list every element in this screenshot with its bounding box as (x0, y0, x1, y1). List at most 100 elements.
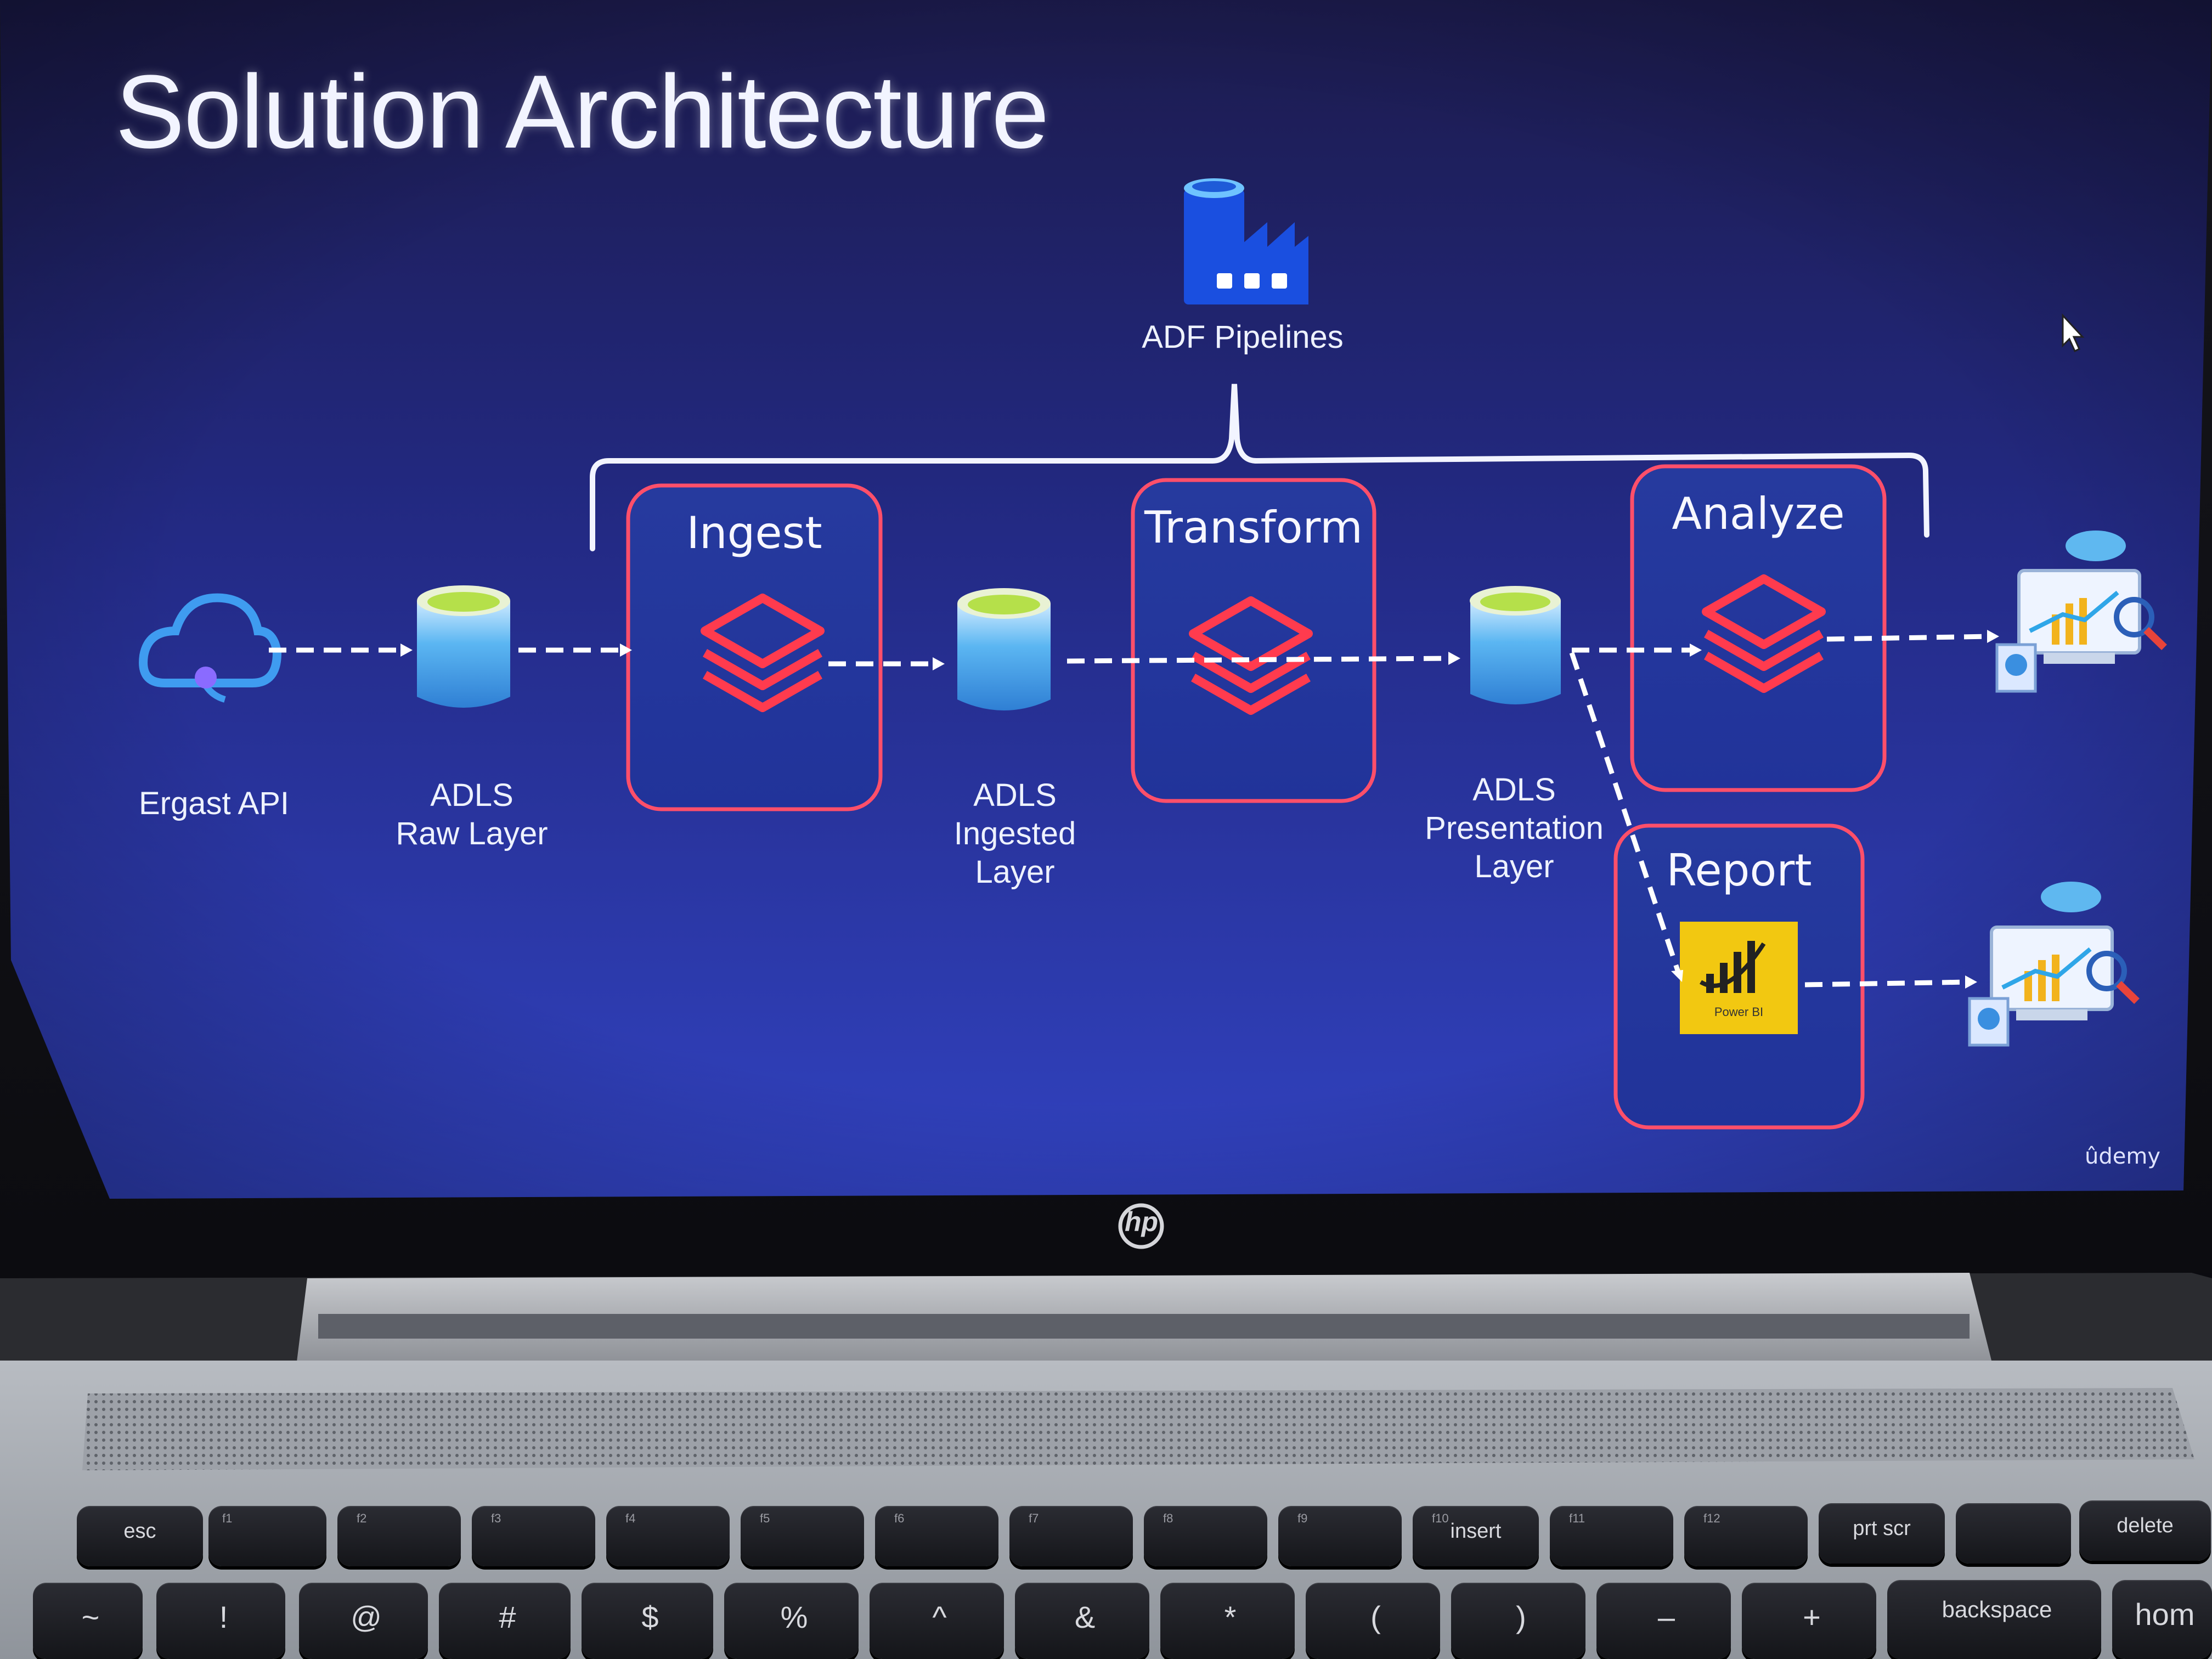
keyboard-key[interactable] (1015, 1583, 1149, 1659)
keyboard-key[interactable] (208, 1506, 326, 1566)
databricks-icon (1702, 574, 1826, 693)
keyboard-key-label: ( (1370, 1600, 1381, 1634)
fn-key-label: f1 (222, 1511, 233, 1525)
adls-ingested-label: ADLS Ingested Layer (911, 776, 1119, 891)
fn-key-label: f2 (357, 1511, 367, 1525)
data-factory-icon (1184, 178, 1308, 304)
keyboard-key[interactable] (439, 1583, 571, 1659)
keyboard-key-label: & (1074, 1600, 1096, 1634)
stage-title-report: Report (1666, 845, 1812, 896)
hp-logo-text: hp (1125, 1206, 1159, 1237)
keyboard-key[interactable] (1684, 1506, 1808, 1566)
adls-raw-line2: Raw Layer (396, 816, 548, 851)
keyboard-key[interactable] (1009, 1506, 1133, 1566)
keyboard-key[interactable] (1278, 1506, 1402, 1566)
adls-ingested-line3: Layer (975, 854, 1055, 890)
keyboard-key[interactable] (2112, 1580, 2212, 1659)
stage-title-ingest: Ingest (686, 507, 822, 558)
fn-key-label: f3 (491, 1511, 501, 1525)
flow-arrows (269, 634, 1992, 988)
keyboard-key-label: ! (219, 1600, 228, 1634)
fn-key-label: f7 (1029, 1511, 1039, 1525)
fn-key-label: f11 (1569, 1511, 1585, 1525)
keyboard-key-label: hom (2135, 1597, 2195, 1632)
keyboard-key[interactable] (606, 1506, 730, 1566)
keyboard-key[interactable] (875, 1506, 998, 1566)
keyboard-key[interactable] (1742, 1583, 1876, 1659)
keyboard-key-label: insert (1450, 1520, 1502, 1543)
keyboard-key[interactable] (33, 1583, 143, 1659)
keyboard-key[interactable] (1887, 1580, 2101, 1659)
analytics-dashboard-icon (1968, 882, 2140, 1047)
laptop-hinge (0, 1273, 2212, 1366)
stage-box-analyze (1630, 464, 1887, 792)
adls-ingested-cylinder (957, 588, 1051, 710)
adls-presentation-line3: Layer (1474, 849, 1554, 884)
keyboard-key[interactable] (472, 1506, 595, 1566)
keyboard-key[interactable] (1596, 1583, 1731, 1659)
hp-logo (1118, 1203, 1164, 1249)
keyboard-key-label: ^ (932, 1600, 947, 1634)
keyboard-key-label: prt scr (1853, 1517, 1911, 1540)
databricks-icon (701, 594, 825, 712)
slide-title: Solution Architecture (115, 54, 1049, 170)
keyboard-key-label: – (1657, 1600, 1675, 1634)
keyboard-key-label: backspace (1942, 1596, 2052, 1622)
keyboard-key[interactable] (337, 1506, 461, 1566)
fn-key-label: f12 (1703, 1511, 1720, 1525)
keyboard-key-label: @ (351, 1600, 382, 1634)
mouse-cursor-icon (2062, 313, 2085, 353)
keyboard-key[interactable] (1956, 1503, 2071, 1564)
keyboard-key[interactable] (299, 1583, 428, 1659)
power-bi-icon (1680, 922, 1798, 1034)
power-bi-logo-text: Power BI (1714, 1005, 1764, 1019)
keyboard-key-label: delete (2117, 1514, 2174, 1537)
keyboard-key-label: * (1224, 1600, 1237, 1634)
keyboard-key[interactable] (870, 1583, 1004, 1659)
analytics-dashboard-icon (1995, 531, 2167, 693)
keyboard-key[interactable] (1819, 1503, 1945, 1564)
fn-key-label: f5 (760, 1511, 770, 1525)
keyboard-key-label: % (780, 1600, 808, 1634)
keyboard-key-label: esc (123, 1520, 156, 1543)
ergast-api-label: Ergast API (138, 786, 290, 821)
adf-pipelines-label: ADF Pipelines (1142, 319, 1344, 355)
keyboard-key[interactable] (2079, 1500, 2211, 1561)
keyboard-key-label: # (499, 1600, 516, 1634)
stage-box-transform (1131, 478, 1376, 803)
keyboard-key-label: + (1803, 1600, 1821, 1634)
stage-title-transform: Transform (1144, 502, 1363, 553)
adls-presentation-label: ADLS Presentation Layer (1393, 771, 1635, 886)
fn-key-label: f4 (625, 1511, 636, 1525)
keyboard-key[interactable] (724, 1583, 859, 1659)
keyboard-key-label: $ (641, 1600, 659, 1634)
fn-key-label: f8 (1163, 1511, 1173, 1525)
keyboard-key[interactable] (1306, 1583, 1440, 1659)
keyboard-key[interactable] (1144, 1506, 1267, 1566)
stage-box-ingest (626, 483, 883, 811)
keyboard-key[interactable] (1413, 1506, 1539, 1566)
pipeline-bracket (590, 383, 1929, 551)
adls-raw-cylinder (417, 585, 510, 708)
keyboard-key-label: ~ (81, 1600, 100, 1634)
adls-presentation-line2: Presentation (1425, 810, 1604, 846)
keyboard-key[interactable] (77, 1506, 203, 1566)
fn-key-label: f6 (894, 1511, 905, 1525)
keyboard-key[interactable] (1550, 1506, 1673, 1566)
udemy-watermark: ûdemy (2085, 1144, 2160, 1169)
keyboard-key[interactable] (582, 1583, 713, 1659)
keyboard-key[interactable] (156, 1583, 285, 1659)
stage-title-analyze: Analyze (1672, 488, 1845, 539)
keyboard-key[interactable] (741, 1506, 864, 1566)
adls-ingested-line2: Ingested (953, 816, 1076, 851)
adls-presentation-cylinder (1470, 586, 1561, 704)
keyboard-key[interactable] (1451, 1583, 1585, 1659)
databricks-icon (1189, 596, 1313, 715)
adls-presentation-line1: ADLS (1472, 772, 1556, 808)
adls-raw-label: ADLS Raw Layer (373, 776, 571, 853)
keyboard-key[interactable] (1160, 1583, 1295, 1659)
cloud-api-icon (139, 593, 282, 703)
fn-key-label: f9 (1297, 1511, 1308, 1525)
arrow-heads (400, 630, 1999, 989)
